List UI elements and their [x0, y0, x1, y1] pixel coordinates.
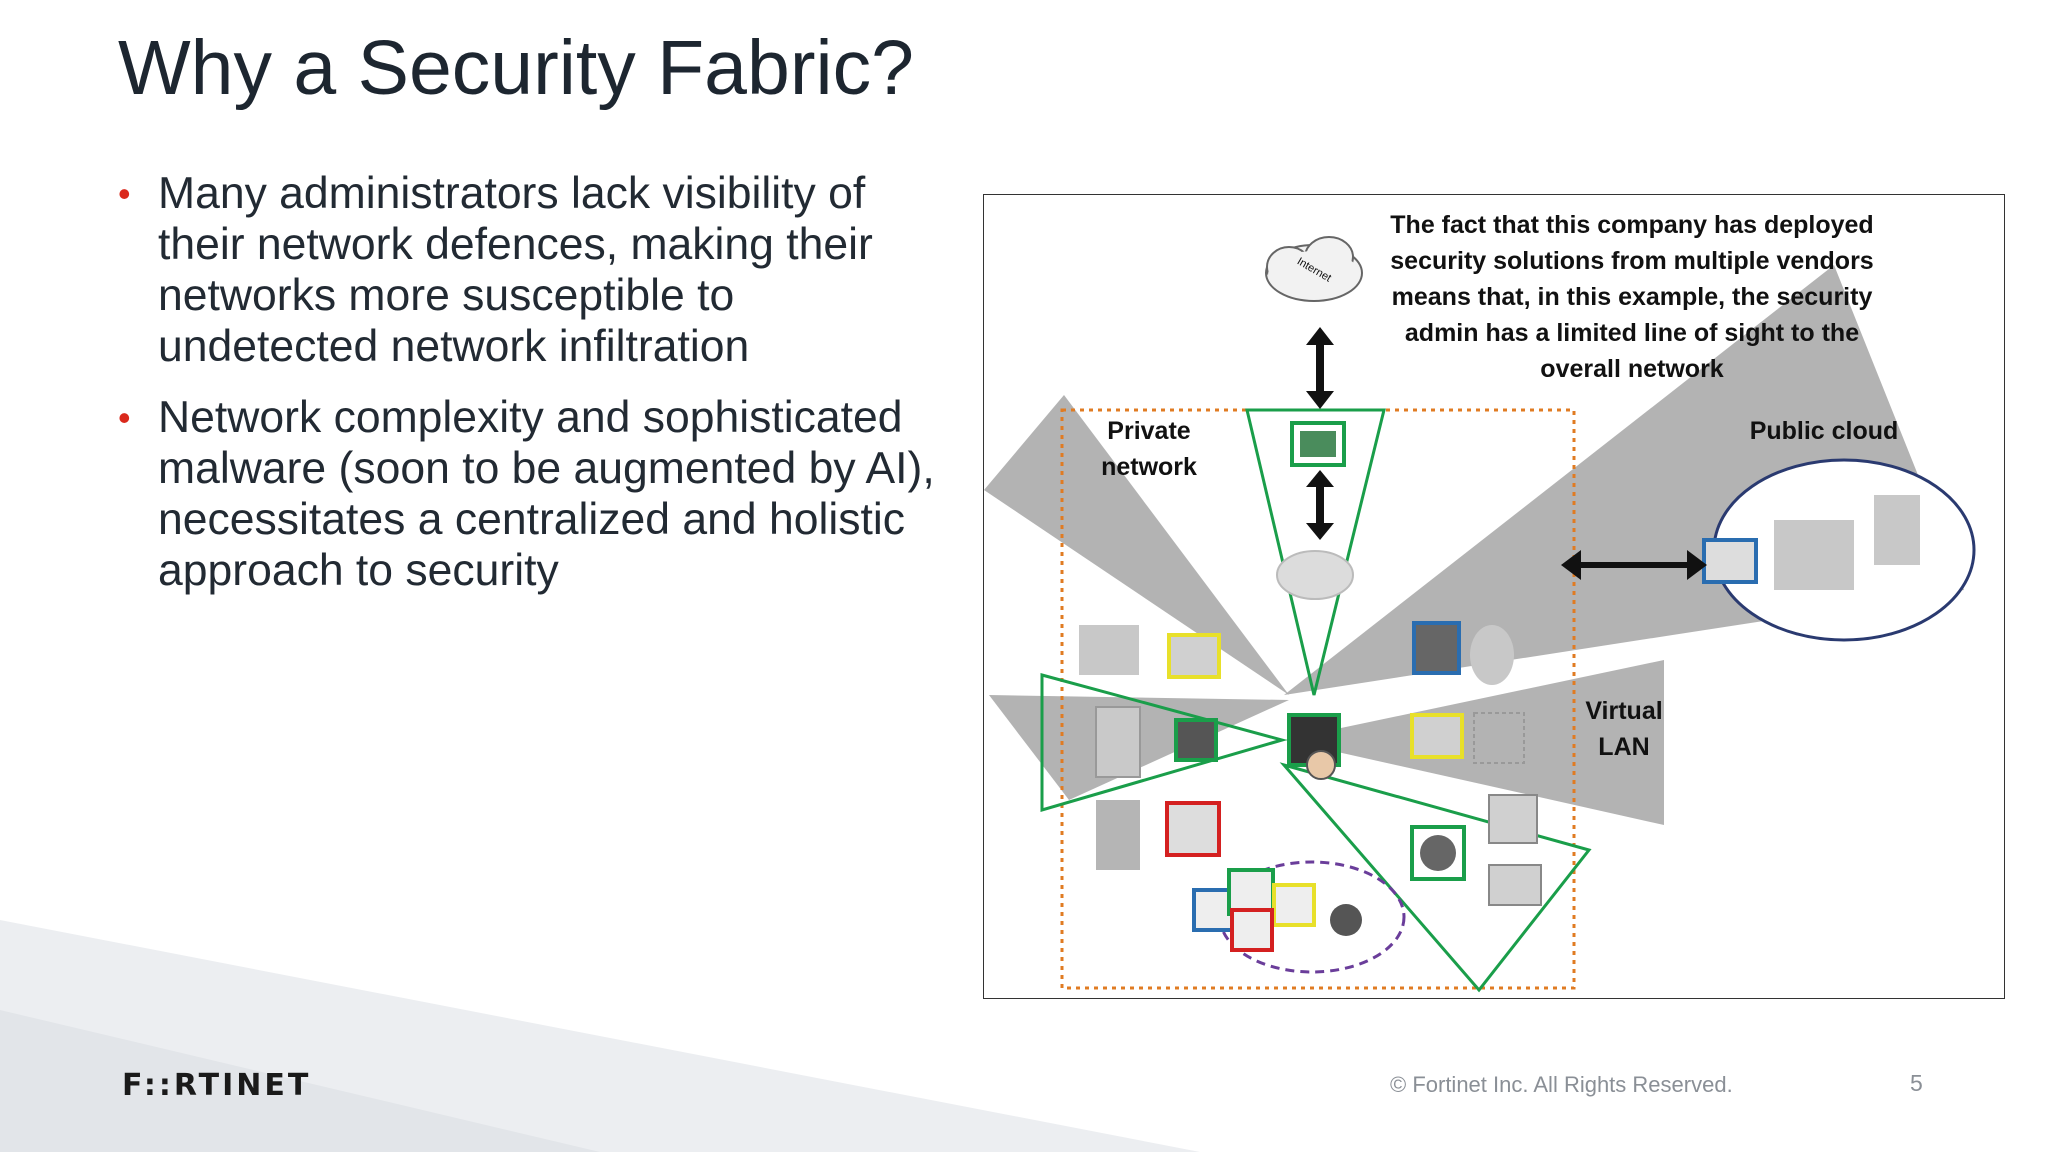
blind-beam-left-upper — [984, 395, 1289, 695]
endpoint-group-outline — [1218, 860, 1406, 974]
database-security-icon — [1412, 621, 1461, 675]
bullet-dot-icon: • — [118, 397, 131, 438]
sandbox-icon — [1165, 801, 1221, 857]
virtual-lan-label: Virtual LAN — [1585, 697, 1663, 761]
endpoint-green-icon — [1227, 868, 1275, 916]
laptop-icon — [1488, 864, 1542, 906]
internet-cloud-icon — [1265, 236, 1363, 302]
page-number: 5 — [1910, 1070, 1923, 1096]
fortinet-logo: F::RTINET — [122, 1068, 312, 1103]
arrow-firewall-router — [1306, 470, 1334, 540]
server-rack-icon — [1079, 625, 1139, 675]
diagram-canvas — [984, 236, 1976, 993]
arrow-internet-firewall — [1306, 327, 1334, 409]
visible-beam-internet — [1245, 408, 1386, 696]
copyright-text: © Fortinet Inc. All Rights Reserved. — [1390, 1072, 1733, 1097]
bullet-dot-icon: • — [118, 173, 131, 214]
user-icon — [1330, 904, 1362, 936]
visible-beam-left — [1040, 673, 1288, 812]
wan-link-icon — [1561, 550, 1707, 580]
endpoint-blue-icon — [1192, 888, 1236, 932]
desktop-icon — [1488, 794, 1538, 844]
endpoint-yellow-icon — [1272, 883, 1316, 927]
firewall-vlan-icon — [1410, 713, 1464, 759]
cloud-server-icon — [1874, 495, 1920, 565]
bullet-text: Many administrators lack visibility of t… — [158, 169, 873, 371]
public-cloud-label: Public cloud — [1749, 417, 1899, 445]
endpoint-red-icon — [1230, 908, 1274, 952]
database-icon — [1470, 625, 1514, 685]
server-icon — [1095, 706, 1141, 778]
cloud-servers-icon — [1774, 520, 1854, 590]
security-fabric-diagram: The fact that this company has deployed … — [983, 194, 2005, 999]
slide-title: Why a Security Fabric? — [118, 25, 914, 111]
admin-person-icon — [1306, 750, 1336, 780]
cloud-firewall-icon — [1702, 538, 1758, 584]
callout-text: The fact that this company has deployed … — [1390, 211, 1874, 383]
visible-beam-endpoints — [1279, 762, 1592, 993]
private-network-label: Private network — [1101, 417, 1197, 481]
bullet-item: • Network complexity and sophisticated m… — [118, 392, 958, 596]
filter-icon — [1174, 718, 1218, 762]
router-icon — [1276, 550, 1354, 600]
bullet-item: • Many administrators lack visibility of… — [118, 168, 958, 372]
server-grey-icon — [1096, 800, 1140, 870]
vm-icon — [1473, 712, 1525, 764]
bullet-list: • Many administrators lack visibility of… — [118, 168, 958, 616]
bullet-text: Network complexity and sophisticated mal… — [158, 393, 935, 595]
firewall-yellow-icon — [1167, 633, 1221, 679]
